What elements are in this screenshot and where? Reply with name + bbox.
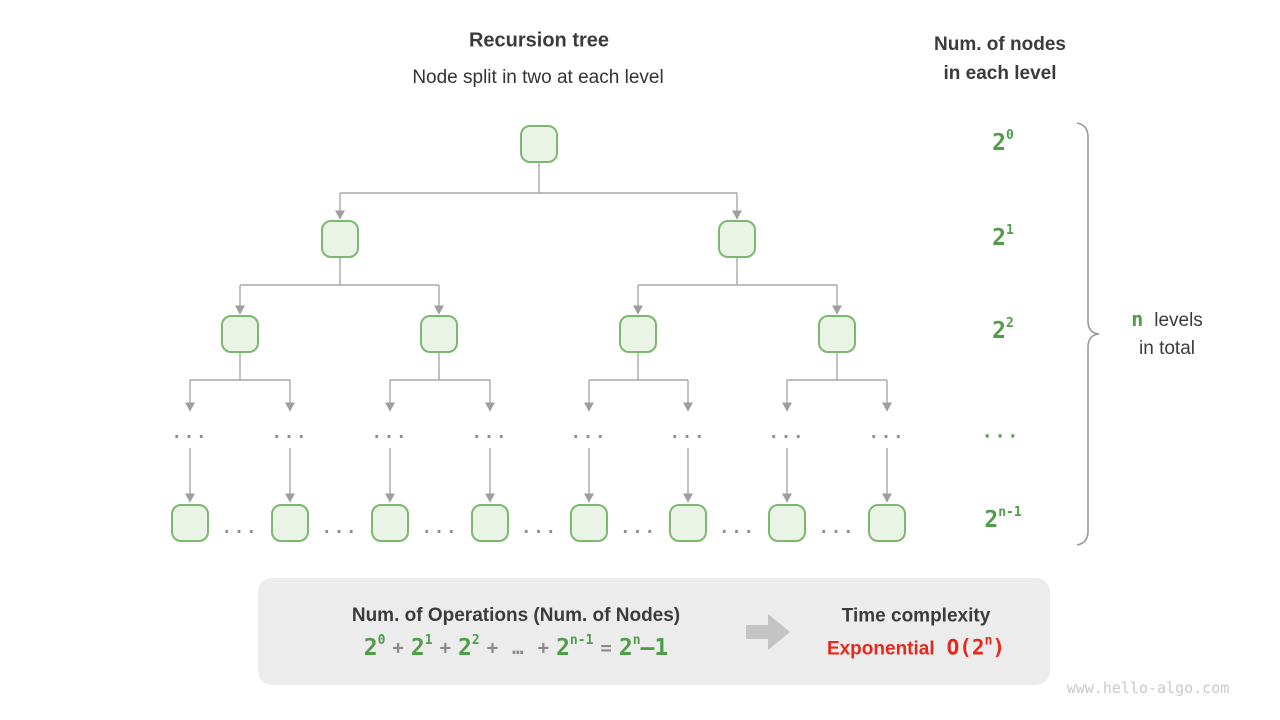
tree-node	[718, 220, 756, 258]
operations-block: Num. of Operations (Num. of Nodes) 20 +21…	[352, 605, 680, 661]
big-o-close: )	[992, 635, 1006, 660]
tree-node	[669, 504, 707, 542]
levels-word: levels	[1154, 310, 1203, 331]
tree-node	[768, 504, 806, 542]
ellipsis-dots: ...	[818, 518, 856, 538]
big-o-base: O(2	[946, 635, 985, 660]
diagram-subtitle: Node split in two at each level	[412, 67, 664, 88]
level-count-label-2: 22	[992, 316, 1014, 344]
level-count-ellipsis: ...	[981, 421, 1021, 443]
tree-node	[471, 504, 509, 542]
tree-node	[321, 220, 359, 258]
ellipsis-dots: ...	[620, 518, 657, 538]
right-column-header: Num. of nodes in each level	[934, 30, 1066, 88]
level-count-base: 2	[992, 130, 1007, 156]
level-count-exp: n-1	[998, 505, 1022, 521]
level-count-exp: 2	[1006, 316, 1014, 332]
ellipsis-dots: ...	[669, 423, 707, 443]
formula-segment: 2n–1	[618, 633, 669, 661]
ellipsis-dots: ...	[570, 423, 608, 443]
ellipsis-dots: ...	[321, 518, 359, 538]
complexity-value: Exponential O(2n)	[826, 633, 1006, 661]
level-count-label-4: 2n-1	[984, 505, 1022, 533]
formula-segment: 2n-1	[556, 633, 594, 661]
ellipsis-dots: ...	[471, 423, 509, 443]
level-count-label-1: 21	[992, 223, 1014, 251]
formula-segment: +	[537, 637, 550, 659]
level-count-exp: 1	[1006, 223, 1014, 239]
big-o-exp: n	[984, 633, 993, 649]
n-levels-line2: in total	[1139, 338, 1195, 359]
ellipsis-dots: ...	[221, 518, 259, 538]
ellipsis-dots: ...	[171, 423, 209, 443]
level-count-base: 2	[984, 507, 999, 533]
ellipsis-dots: ...	[271, 423, 309, 443]
ellipsis-dots: ...	[371, 423, 409, 443]
tree-node	[520, 125, 558, 163]
complexity-class: Exponential	[826, 638, 935, 660]
tree-node	[221, 315, 259, 353]
level-count-exp: 0	[1006, 128, 1014, 144]
tree-node	[271, 504, 309, 542]
tree-node	[371, 504, 409, 542]
tree-edges	[185, 163, 892, 503]
right-header-line2: in each level	[943, 63, 1057, 84]
tree-node	[420, 315, 458, 353]
formula-segment: =	[600, 637, 612, 659]
summary-box	[258, 578, 1050, 685]
ellipsis-dots: ...	[768, 423, 806, 443]
right-header-line1: Num. of nodes	[934, 34, 1066, 55]
ellipsis-dots: ...	[421, 518, 459, 538]
complexity-title: Time complexity	[841, 605, 991, 627]
levels-brace	[1076, 122, 1100, 546]
tree-node	[570, 504, 608, 542]
tree-node	[868, 504, 906, 542]
level-count-base: 2	[992, 318, 1007, 344]
formula-segment: +	[486, 637, 499, 659]
tree-node	[619, 315, 657, 353]
ellipsis-dots: ...	[868, 423, 906, 443]
formula-segment: 21	[410, 633, 433, 661]
complexity-block: Time complexity Exponential O(2n)	[827, 606, 1005, 661]
level-count-label-3: ...	[982, 422, 1021, 443]
ellipsis-dots: ...	[521, 518, 558, 538]
formula-segment: …	[512, 637, 524, 659]
tree-node	[818, 315, 856, 353]
diagram-title: Recursion tree	[468, 29, 610, 52]
ellipsis-dots: ...	[719, 518, 756, 538]
tree-node	[171, 504, 209, 542]
n-symbol: n	[1131, 307, 1144, 331]
formula-segment: +	[439, 637, 452, 659]
formula-segment: +	[392, 637, 404, 659]
operations-title: Num. of Operations (Num. of Nodes)	[351, 605, 681, 626]
level-count-base: 2	[992, 225, 1007, 251]
big-o-notation: O(2n)	[946, 633, 1006, 660]
operations-formula: 20 +21 +22 + … +2n-1 = 2n–1	[352, 633, 680, 661]
level-count-label-0: 20	[992, 128, 1014, 156]
watermark: www.hello-algo.com	[1066, 679, 1230, 697]
formula-segment: 20	[363, 633, 386, 661]
formula-segment: 22	[458, 633, 480, 661]
